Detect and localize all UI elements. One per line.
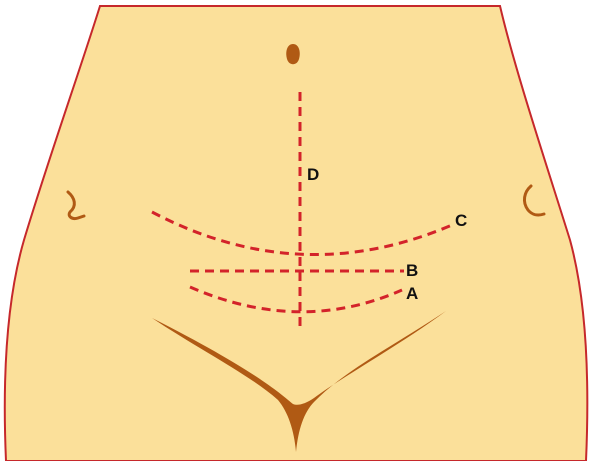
torso-body <box>5 6 588 461</box>
label-d: D <box>307 165 319 184</box>
label-a: A <box>406 284 418 303</box>
label-b: B <box>406 261 418 280</box>
label-c: C <box>455 211 467 230</box>
navel <box>286 44 300 64</box>
